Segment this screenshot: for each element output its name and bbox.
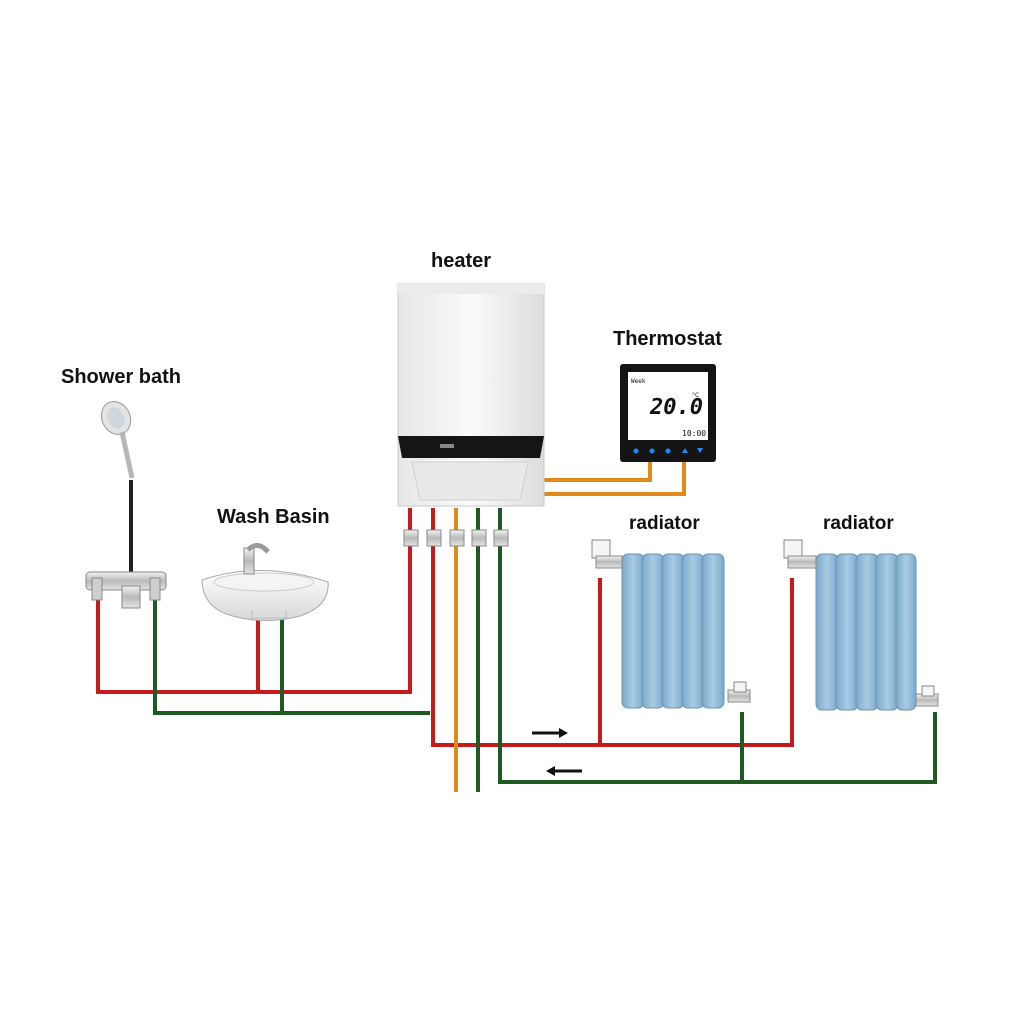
thermostat-down-button <box>697 448 703 453</box>
radiator-1 <box>591 539 751 709</box>
shower-bath <box>85 400 167 609</box>
radiator-valve-icon <box>783 539 939 707</box>
return-pipe-domestic <box>153 598 430 715</box>
wash-basin-label: Wash Basin <box>217 506 330 528</box>
faucet-icon <box>243 543 270 575</box>
thermostat-temperature-text: 20.0 <box>649 395 703 420</box>
heater-connectors <box>403 529 509 547</box>
thermostat-label: Thermostat <box>613 328 722 350</box>
thermostat-clock-button <box>665 448 671 454</box>
thermostat-wire <box>516 462 652 482</box>
return-pipe-radiators <box>498 508 937 784</box>
wash-basin <box>201 543 329 622</box>
radiator-2 <box>783 539 939 711</box>
thermostat-unit-text: °C <box>692 392 699 399</box>
flow-left-arrow-icon <box>546 766 582 776</box>
hot-pipe-radiators <box>431 508 794 747</box>
thermostat-mode-text: Week <box>631 378 646 385</box>
thermostat-power-button <box>633 448 639 454</box>
heater-unit <box>397 283 545 547</box>
pipe-network <box>96 462 937 792</box>
thermostat-clock-text: 10:00 <box>682 429 706 438</box>
thermostat-device: Week 20.0 °C 10:00 <box>620 364 716 462</box>
hot-pipe-domestic <box>96 508 412 694</box>
thermostat-wire-2 <box>516 462 686 496</box>
shower-bath-label: Shower bath <box>61 366 182 388</box>
radiator-1-label: radiator <box>629 513 700 534</box>
radiator-2-label: radiator <box>823 513 894 534</box>
heater-label: heater <box>431 250 492 272</box>
thermostat-menu-button <box>649 448 655 454</box>
flow-right-arrow-icon <box>532 728 568 738</box>
shower-head-icon <box>100 400 135 479</box>
radiator-valve-icon <box>591 539 751 703</box>
thermostat-up-button <box>682 448 688 453</box>
